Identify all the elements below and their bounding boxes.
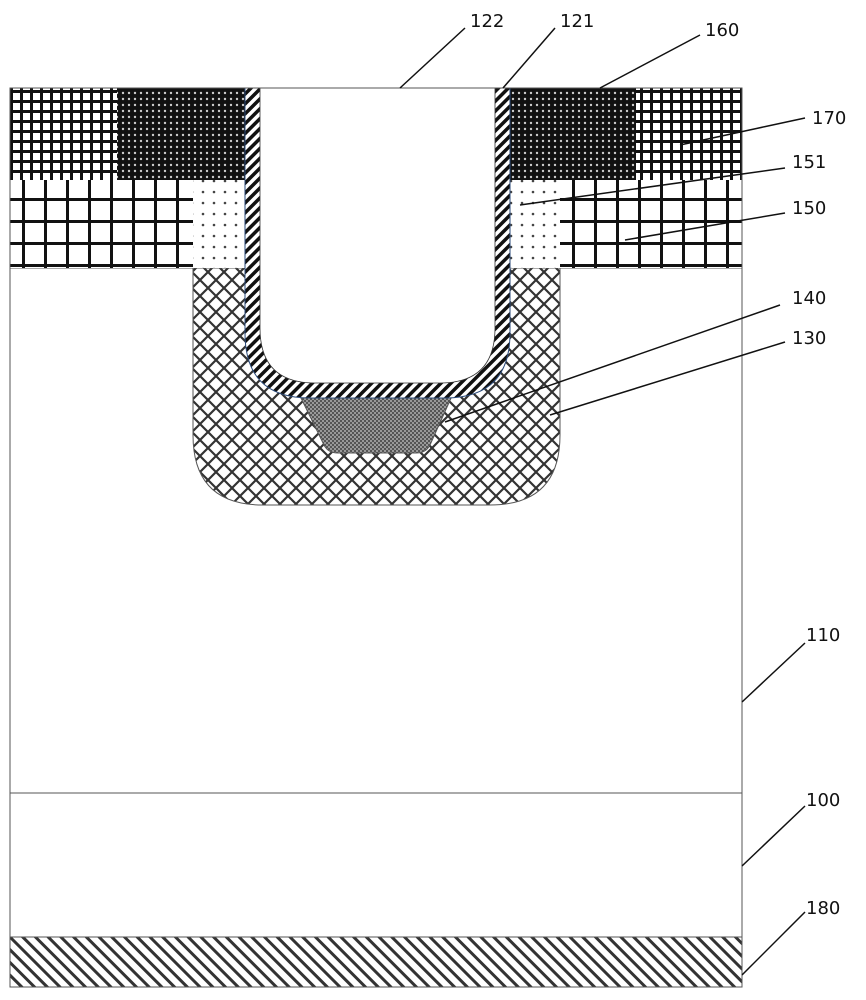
leader-121	[502, 27, 556, 89]
layer-160-right	[510, 88, 636, 180]
leader-170	[679, 117, 806, 146]
label-170: 170	[812, 108, 846, 129]
trench-fill-122	[259, 87, 496, 384]
layer-151-right	[510, 180, 560, 268]
leader-100	[741, 805, 806, 867]
layer-150-left	[10, 180, 193, 268]
layer-150-right	[560, 180, 742, 268]
drain-metal-layer-180	[9, 936, 743, 988]
label-140: 140	[792, 288, 826, 309]
leader-151	[519, 167, 786, 206]
leader-160	[599, 34, 701, 89]
label-121: 121	[560, 11, 594, 32]
label-151: 151	[792, 152, 826, 173]
region-140	[299, 395, 453, 454]
leader-110	[741, 642, 806, 703]
label-150: 150	[792, 198, 826, 219]
layer-151-left	[193, 180, 245, 268]
label-130: 130	[792, 328, 826, 349]
substrate-layer-100	[9, 792, 743, 938]
layer-170-left	[10, 88, 117, 180]
label-110: 110	[806, 625, 840, 646]
leader-180	[741, 911, 806, 976]
label-100: 100	[806, 790, 840, 811]
leader-130	[549, 341, 786, 416]
layer-160-left	[117, 88, 245, 180]
leader-150	[624, 212, 786, 241]
label-122: 122	[470, 11, 504, 32]
label-180: 180	[806, 898, 840, 919]
layer-170-right	[636, 88, 742, 180]
label-160: 160	[705, 20, 739, 41]
leader-122	[399, 27, 466, 89]
leader-140	[444, 304, 781, 423]
